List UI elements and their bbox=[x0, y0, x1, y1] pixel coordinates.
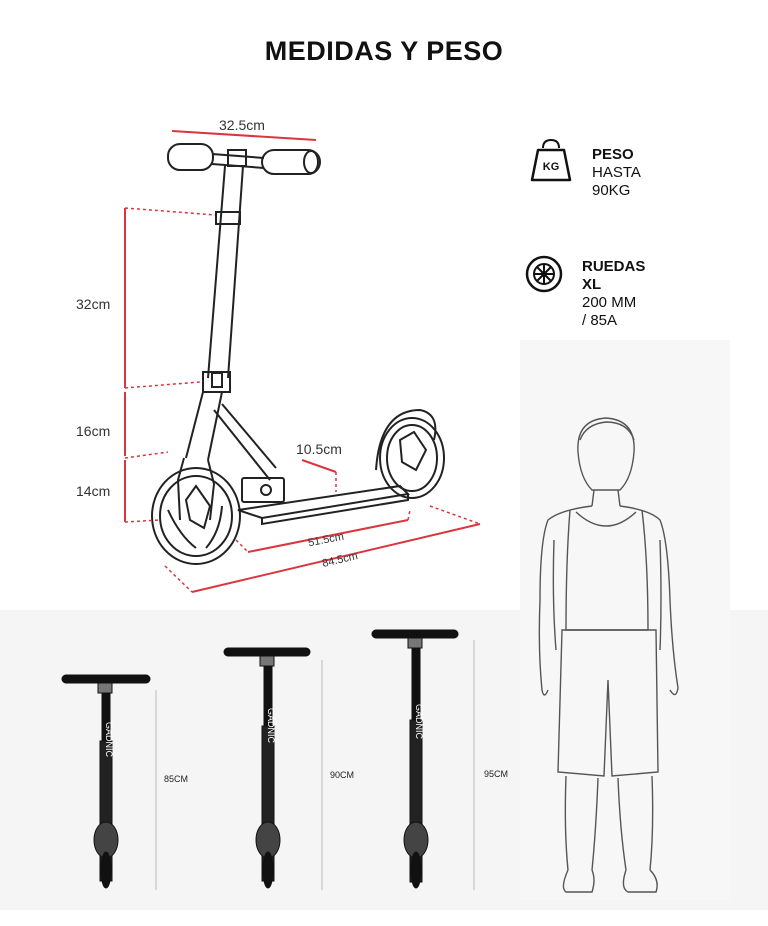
handlebar-dim-line bbox=[171, 130, 317, 141]
handlebar-width-label: 32.5cm bbox=[219, 117, 265, 133]
scooter-95 bbox=[371, 629, 475, 890]
brand-text-2: GADNIC bbox=[266, 708, 276, 744]
wheel-icon bbox=[525, 255, 563, 293]
height-label-90: 90CM bbox=[330, 770, 355, 780]
right-grip bbox=[261, 149, 321, 175]
page-title: MEDIDAS Y PESO bbox=[264, 36, 504, 66]
middle-height-label: 16cm bbox=[76, 423, 111, 439]
upper-height-label: 32cm bbox=[76, 296, 111, 312]
weight-line1: HASTA bbox=[592, 164, 641, 181]
scooter-85 bbox=[61, 674, 157, 890]
deck-height-label: 10.5cm bbox=[296, 441, 342, 457]
person-background bbox=[520, 340, 730, 900]
height-label-85: 85CM bbox=[164, 774, 189, 784]
wheels-line2: / 85A bbox=[582, 312, 618, 329]
brand-text-1: GADNIC bbox=[104, 722, 114, 758]
weight-line2: 90KG bbox=[592, 182, 631, 199]
weight-heading: PESO bbox=[592, 146, 634, 163]
wheels-line1: 200 MM bbox=[582, 294, 637, 311]
weight-icon-text: KG bbox=[543, 161, 560, 173]
left-grip bbox=[167, 143, 214, 171]
scooter-90 bbox=[223, 647, 323, 890]
height-label-95: 95CM bbox=[484, 769, 509, 779]
brand-text-3: GADNIC bbox=[414, 704, 424, 740]
weight-kg-icon: KG bbox=[530, 138, 572, 182]
lower-height-label: 14cm bbox=[76, 483, 111, 499]
wheels-heading: RUEDAS XL bbox=[582, 258, 646, 293]
